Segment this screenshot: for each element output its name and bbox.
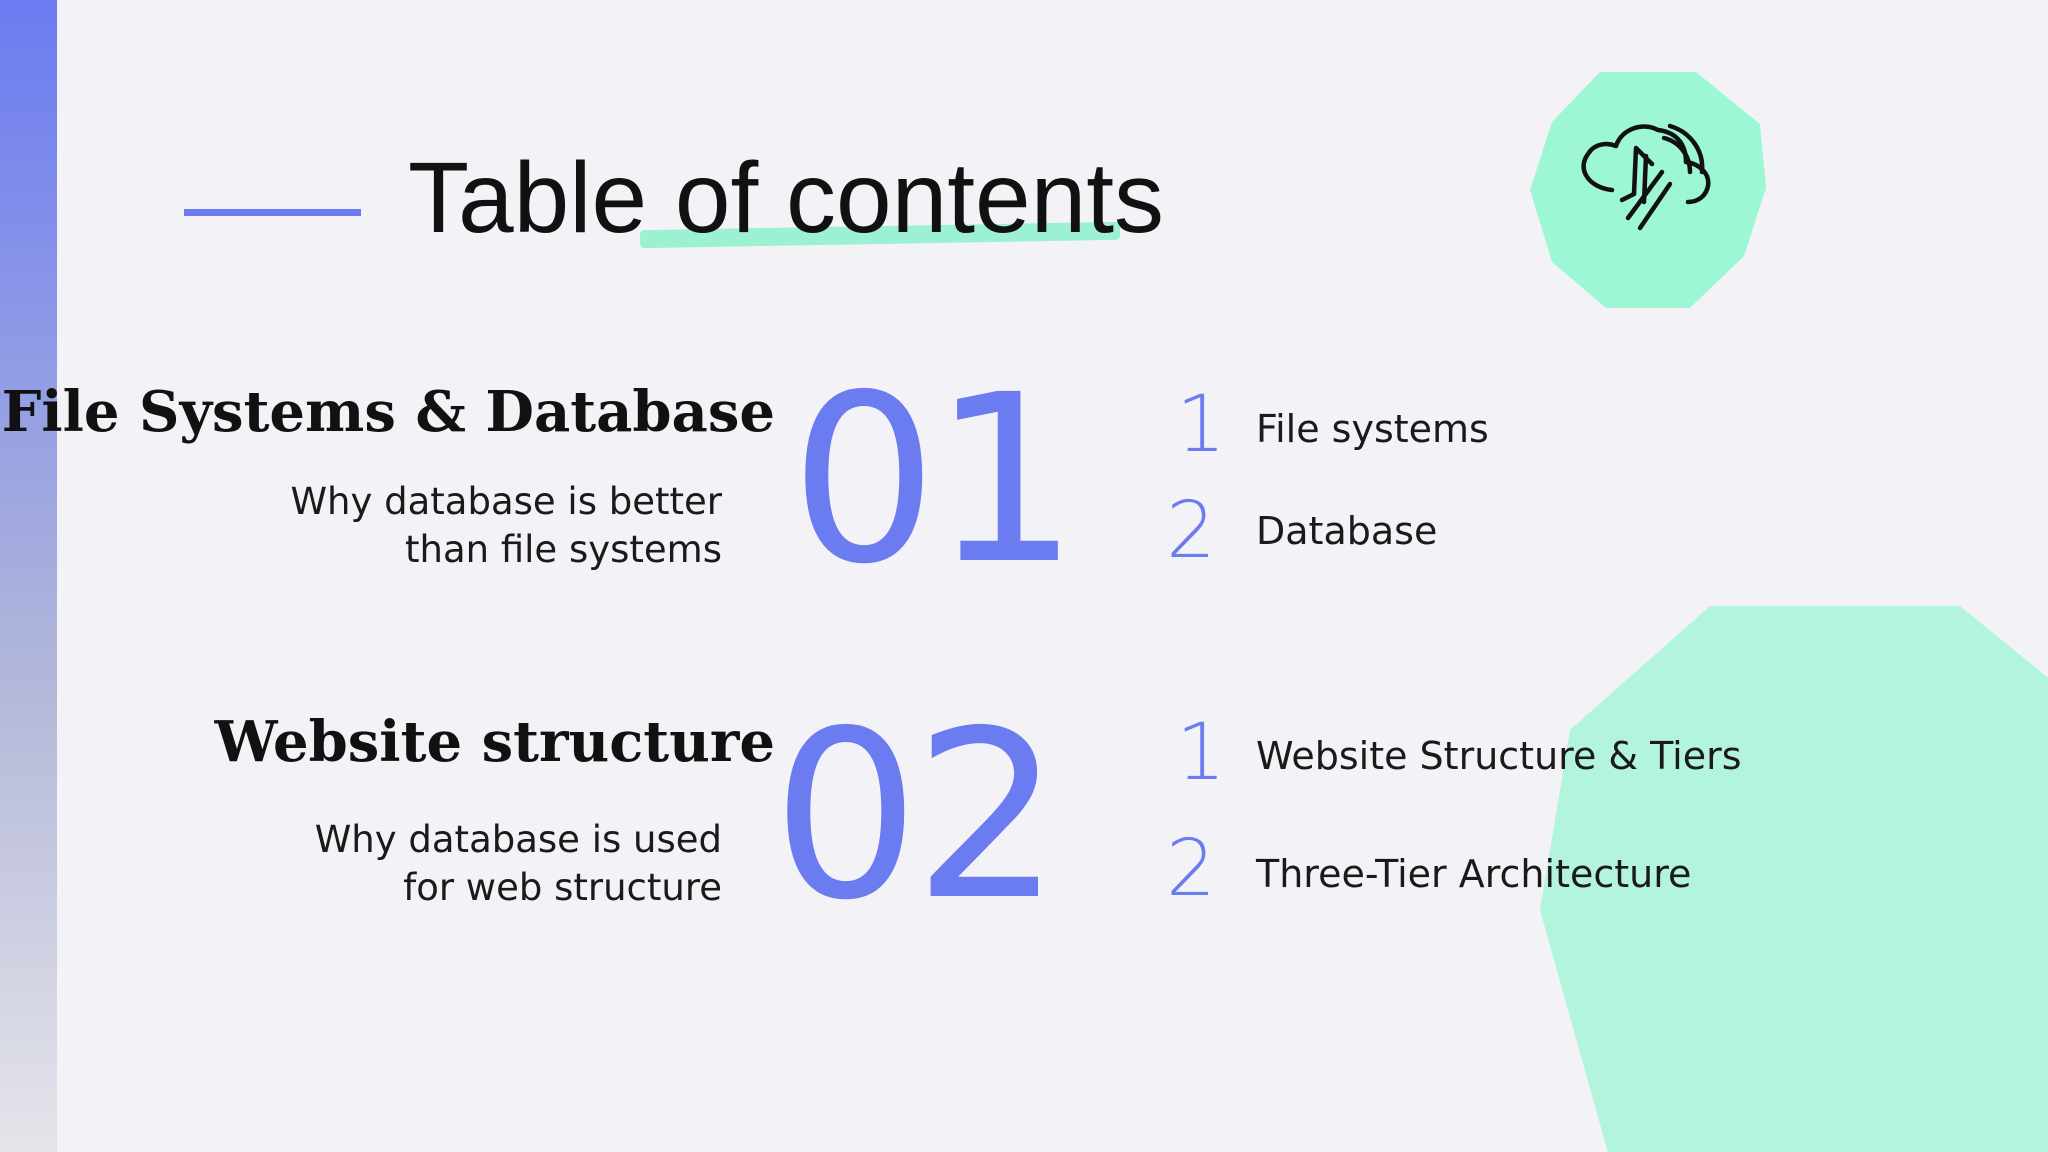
item-number-2-2: 2: [1166, 824, 1216, 914]
item-number-1-2: 2: [1166, 486, 1216, 576]
section-subtitle-2-line1: Why database is used: [314, 818, 722, 861]
section-number-1: 01: [790, 345, 1079, 615]
section-number-2: 02: [772, 681, 1061, 951]
item-label-file-systems: File systems: [1256, 407, 1489, 451]
cloud-upload-icon: [1530, 72, 1766, 308]
item-label-database: Database: [1256, 509, 1438, 553]
item-label-three-tier-architecture: Three-Tier Architecture: [1256, 852, 1692, 896]
page-title: Table of contents: [408, 142, 1165, 254]
section-title-2: Website structure: [214, 709, 775, 775]
decorative-octagon-shape: [1540, 606, 2048, 1152]
item-number-2-1: 1: [1176, 708, 1226, 798]
title-accent-line: [184, 209, 361, 216]
section-title-1: File Systems & Database: [1, 379, 775, 445]
item-label-website-structure-tiers: Website Structure & Tiers: [1256, 734, 1742, 778]
item-number-1-1: 1: [1176, 380, 1226, 470]
section-subtitle-2-line2: for web structure: [403, 866, 722, 909]
section-subtitle-1-line2: than file systems: [405, 528, 722, 571]
section-subtitle-1-line1: Why database is better: [290, 480, 722, 523]
left-accent-bar: [0, 0, 57, 1152]
